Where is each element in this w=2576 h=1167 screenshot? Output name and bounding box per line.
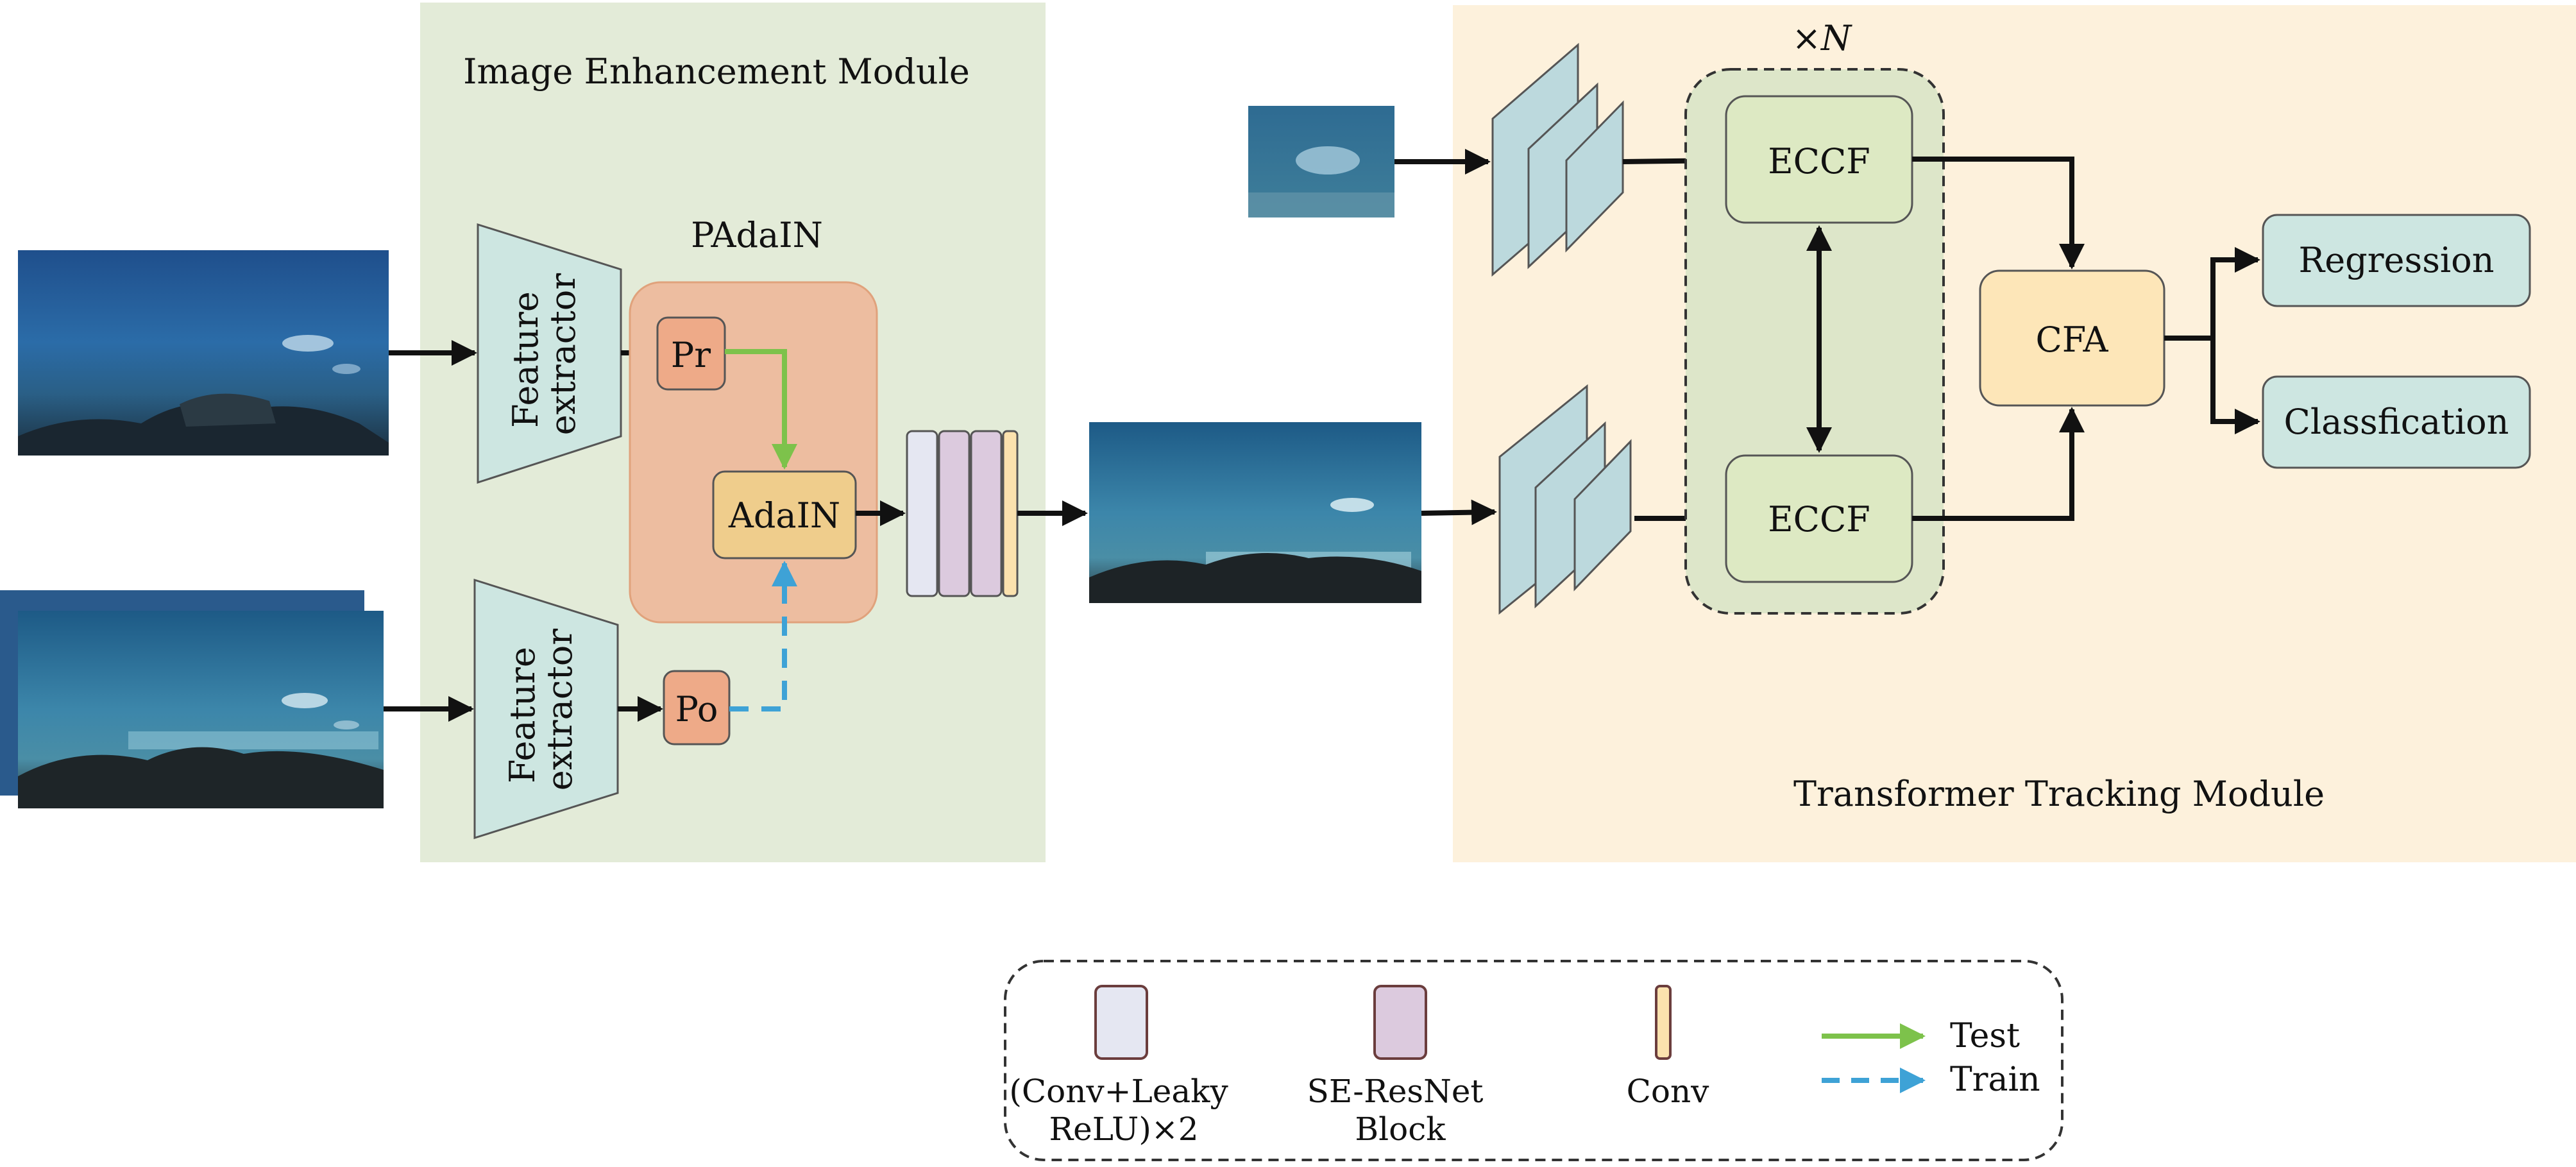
feature-extractor-bottom-line2: extractor bbox=[539, 629, 580, 791]
transformer-tracking-title: Transformer Tracking Module bbox=[1793, 774, 2325, 814]
input-image-top bbox=[18, 250, 389, 456]
decoder-conv-leaky-block bbox=[906, 430, 938, 597]
legend-se-resnet-line2: Block bbox=[1355, 1111, 1446, 1148]
input-image-bottom bbox=[0, 590, 384, 808]
decoder-block-stack bbox=[906, 430, 1019, 597]
legend-box bbox=[1004, 960, 2063, 1161]
adain-label: AdaIN bbox=[728, 495, 840, 536]
pr-label: Pr bbox=[671, 335, 711, 375]
template-image bbox=[1248, 106, 1394, 217]
test-arrow-pr-to-adain bbox=[725, 349, 797, 470]
decoder-se-resnet-block-1 bbox=[938, 430, 970, 597]
feature-extractor-top: Feature extractor bbox=[477, 223, 622, 484]
legend-conv-leaky-line2: ReLU)×2 bbox=[1049, 1111, 1198, 1148]
cfa-label: CFA bbox=[2035, 319, 2108, 360]
svg-text:Feature extractor: Feature extractor bbox=[505, 273, 583, 436]
template-feature-maps bbox=[1491, 42, 1624, 277]
arrow-cfa-to-classification bbox=[2210, 338, 2260, 434]
arrow-enhanced-to-search-features bbox=[1421, 499, 1497, 525]
classification-label: Classfication bbox=[2284, 402, 2509, 442]
eccf-top-label: ECCF bbox=[1768, 141, 1870, 182]
legend-test-label: Test bbox=[1950, 1017, 2020, 1055]
legend-conv-swatch bbox=[1655, 985, 1672, 1060]
svg-text:(Conv+Leaky ReLU)×2: (Conv+Leaky ReLU)×2 bbox=[1009, 1073, 1238, 1148]
feature-extractor-bottom: Feature extractor bbox=[473, 578, 619, 840]
arrow-eccf-bottom-to-cfa bbox=[1912, 407, 2085, 521]
legend-conv-leaky-line1: (Conv+Leaky bbox=[1009, 1073, 1228, 1110]
image-enhancement-title: Image Enhancement Module bbox=[463, 51, 970, 92]
svg-text:Feature extractor: Feature extractor bbox=[502, 629, 580, 791]
regression-label: Regression bbox=[2299, 240, 2495, 280]
adain-node: AdaIN bbox=[712, 470, 857, 559]
svg-text:SE-ResNet Block: SE-ResNet Block bbox=[1307, 1073, 1494, 1148]
legend-conv-leaky-swatch bbox=[1094, 985, 1148, 1060]
po-label: Po bbox=[675, 689, 718, 729]
arrow-cfa-to-regression bbox=[2210, 247, 2260, 338]
regression-node: Regression bbox=[2262, 214, 2531, 307]
decoder-conv-block bbox=[1002, 430, 1019, 597]
pr-node: Pr bbox=[656, 316, 726, 391]
feature-extractor-top-line1: Feature bbox=[505, 291, 546, 428]
decoder-se-resnet-block-2 bbox=[970, 430, 1003, 597]
train-arrow-po-to-adain bbox=[729, 561, 797, 711]
cfa-node: CFA bbox=[1979, 269, 2165, 407]
eccf-node-bottom: ECCF bbox=[1725, 454, 1913, 583]
padain-title: PAdaIN bbox=[691, 215, 823, 255]
legend-train-label: Train bbox=[1950, 1061, 2040, 1099]
eccf-node-top: ECCF bbox=[1725, 95, 1913, 224]
classification-node: Classfication bbox=[2262, 375, 2531, 469]
arrow-eccf-top-to-cfa bbox=[1912, 157, 2085, 269]
feature-extractor-top-line2: extractor bbox=[543, 273, 583, 436]
repeat-label: ×N bbox=[1792, 18, 1852, 58]
legend-conv-label: Conv bbox=[1627, 1073, 1710, 1110]
search-feature-maps bbox=[1498, 384, 1632, 615]
po-node: Po bbox=[663, 670, 731, 745]
legend-se-resnet-swatch bbox=[1373, 985, 1427, 1060]
feature-extractor-bottom-line1: Feature bbox=[502, 647, 543, 783]
enhanced-image bbox=[1089, 422, 1421, 603]
eccf-bottom-label: ECCF bbox=[1768, 499, 1870, 540]
legend-se-resnet-line1: SE-ResNet bbox=[1307, 1073, 1484, 1110]
legend: (Conv+Leaky ReLU)×2 SE-ResNet Block Conv… bbox=[1004, 960, 2063, 1161]
